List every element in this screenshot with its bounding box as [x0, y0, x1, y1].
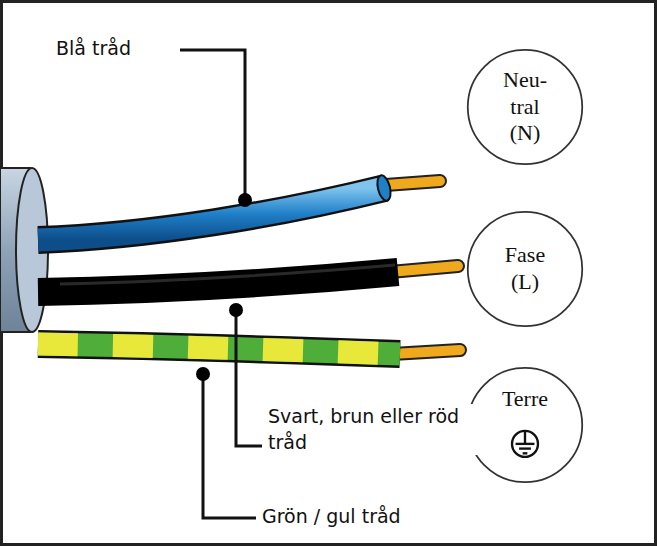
leader-line	[236, 310, 262, 446]
terminal-circle: Fase (L)	[466, 210, 584, 328]
wire-label: Blå tråd	[54, 36, 133, 62]
leader-line	[180, 50, 245, 200]
copper-tip	[390, 266, 458, 272]
earth-wire	[38, 344, 400, 354]
terminal-circle: Neu- tral (N)	[466, 48, 584, 166]
terminal-label: Terre	[480, 386, 570, 413]
copper-tip	[392, 350, 460, 354]
wire-label: Grön / gul tråd	[260, 504, 403, 530]
terminal-label: Fase (L)	[495, 242, 555, 296]
leader-dot	[238, 193, 252, 207]
wire-label: Svart, brun eller röd tråd	[266, 404, 485, 455]
blue-wire	[38, 188, 385, 240]
leader-dot	[229, 303, 243, 317]
leader-dot	[196, 367, 210, 381]
ground-symbol	[512, 431, 538, 457]
terminal-label: Neu- tral (N)	[497, 67, 553, 147]
leader-line	[203, 374, 256, 518]
